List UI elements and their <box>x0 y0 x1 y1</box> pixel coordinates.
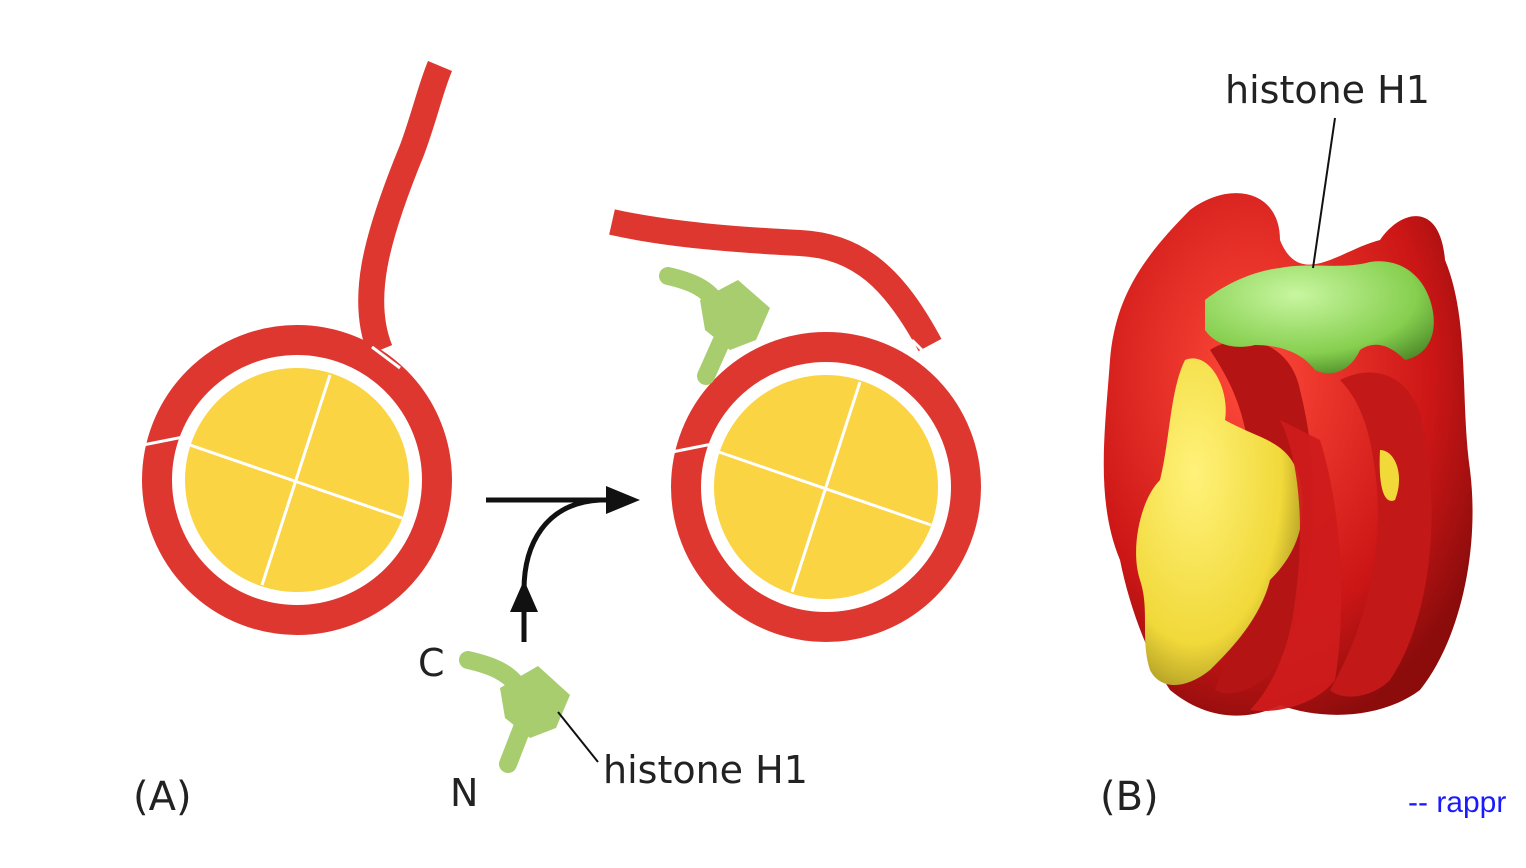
dna-3d-coil <box>1330 372 1432 697</box>
dna-linker-strand <box>609 209 942 352</box>
nucleosome-without-h1 <box>142 61 453 635</box>
panel-b-label: (B) <box>1100 774 1159 820</box>
footer-link[interactable]: -- rappr <box>1408 786 1507 819</box>
h1-3d-leader-line <box>1312 117 1336 269</box>
histone-h1-label-a: histone H1 <box>603 748 808 792</box>
h1-n-tail <box>499 719 531 773</box>
nucleosome-with-h1 <box>609 209 981 642</box>
dna-linker-strand <box>358 61 453 355</box>
n-terminus-label: N <box>450 771 478 815</box>
histone-h1-3d <box>1205 261 1434 374</box>
free-histone-h1 <box>459 651 599 773</box>
panel-a-label: (A) <box>133 774 192 820</box>
octamer-divider <box>790 381 862 593</box>
dna-wrap <box>671 332 981 642</box>
histone-octamer-3d <box>1136 358 1303 685</box>
h1-leader-line <box>557 711 599 763</box>
octamer-divider <box>718 450 932 527</box>
h1-globular-domain <box>500 666 570 738</box>
c-terminus-label: C <box>418 641 445 685</box>
bound-histone-h1 <box>659 267 770 385</box>
octamer-divider <box>189 443 403 520</box>
dna-wrap <box>142 325 452 635</box>
nucleosome-3d-model <box>1103 117 1473 716</box>
binding-arrow-icon <box>486 486 640 642</box>
histone-h1-label-b: histone H1 <box>1225 68 1430 112</box>
